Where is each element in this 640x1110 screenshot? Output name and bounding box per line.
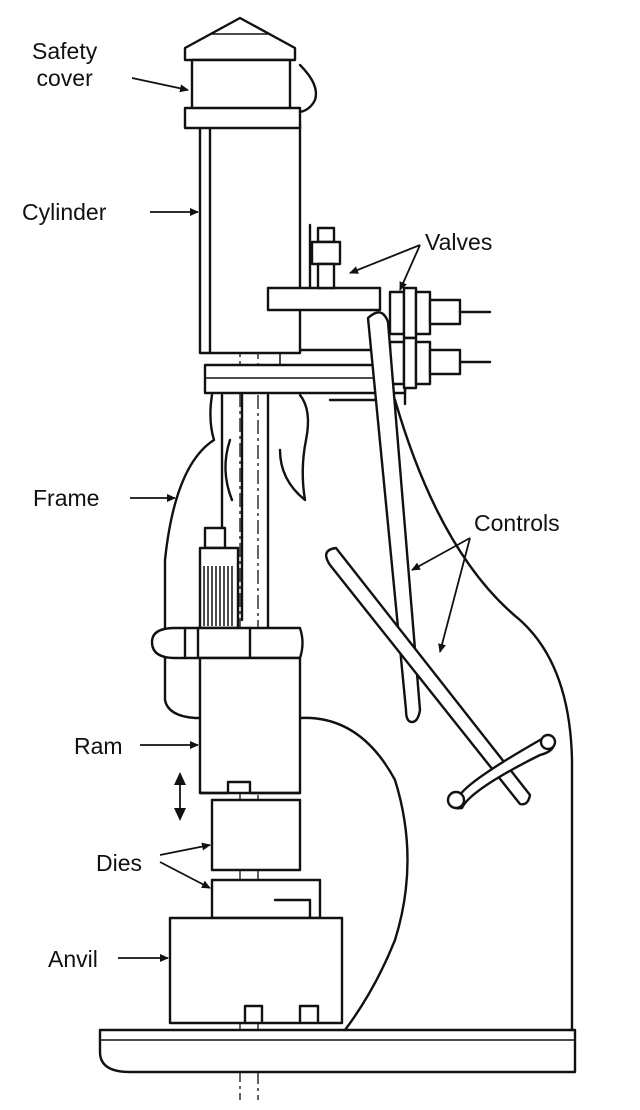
control-levers [324, 311, 557, 810]
label-anvil: Anvil [48, 946, 98, 972]
frame [163, 393, 574, 1032]
lower-die [210, 878, 322, 932]
cylinder [198, 123, 382, 365]
safety-cover [183, 16, 318, 130]
label-safety-cover: Safety cover [32, 38, 98, 91]
label-frame: Frame [33, 485, 100, 511]
stroke-arrow [174, 772, 186, 821]
ram [198, 656, 302, 795]
upper-die [210, 798, 302, 872]
base-plate [98, 1028, 577, 1074]
collar-band [150, 626, 304, 660]
platform [203, 348, 407, 402]
anvil [168, 916, 344, 1025]
label-dies: Dies [96, 850, 143, 876]
valves [308, 223, 492, 406]
label-valves: Valves [425, 229, 493, 255]
label-cylinder: Cylinder [22, 199, 107, 225]
label-controls: Controls [474, 510, 560, 536]
guide-clamp [198, 526, 240, 630]
label-pointers [118, 77, 471, 962]
label-ram: Ram [74, 733, 123, 759]
